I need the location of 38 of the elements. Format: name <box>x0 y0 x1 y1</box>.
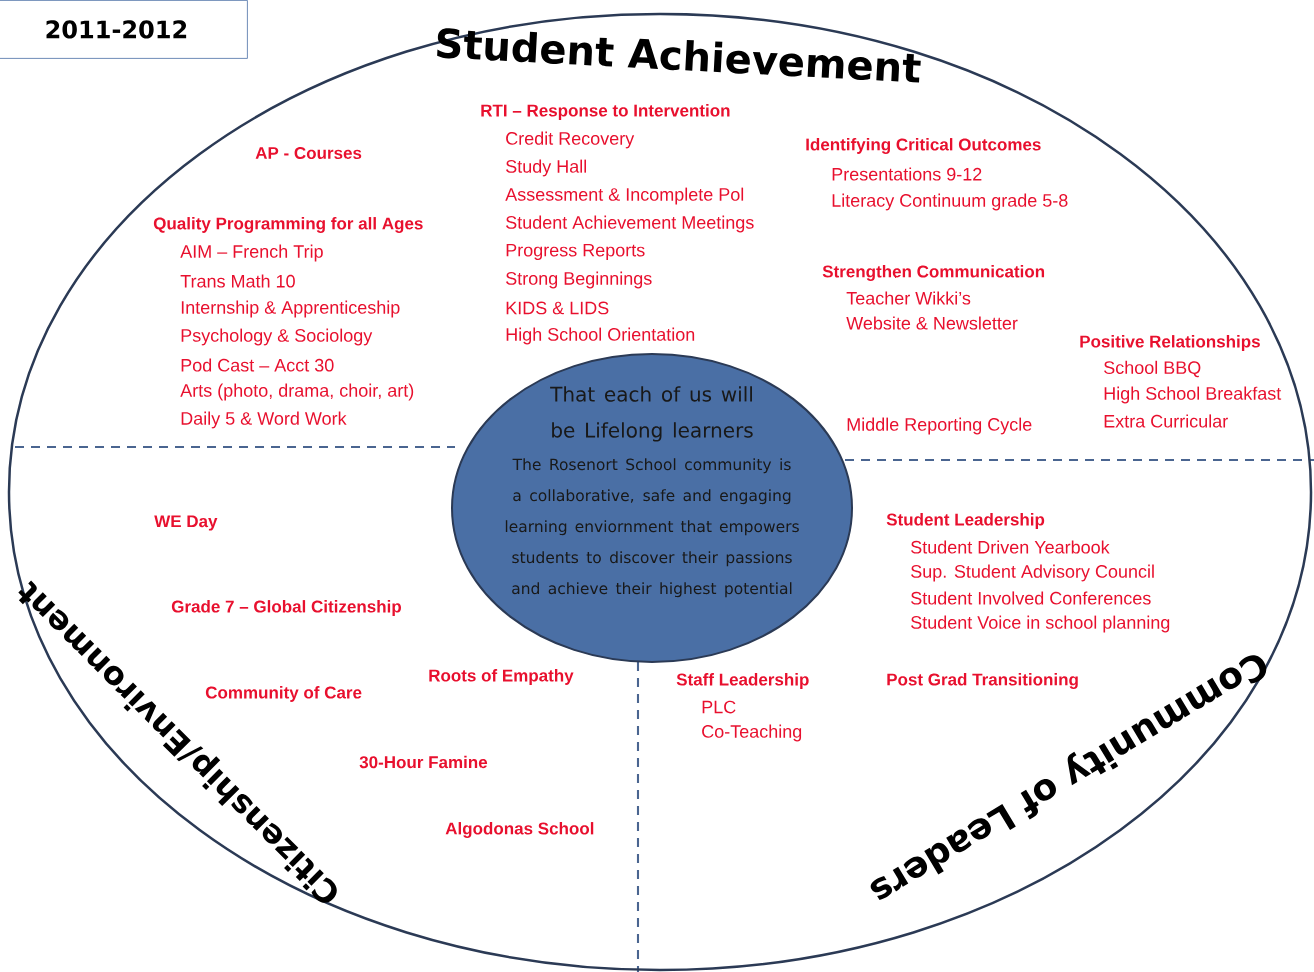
item-text: Student Driven Yearbook <box>911 540 1110 554</box>
item-text: Progress Reports <box>506 243 645 261</box>
item-text: School BBQ <box>1104 360 1201 378</box>
heading-text: Quality Programming for all Ages <box>153 217 423 233</box>
item-text: Pod Cast – Acct 30 <box>181 358 334 372</box>
heading-text: WE Day <box>154 515 218 531</box>
item-text: Trans Math 10 <box>180 274 295 288</box>
item-text: Literacy Continuum grade 5-8 <box>832 193 1068 211</box>
item-text: Internship & Apprenticeship <box>181 300 400 318</box>
item-text: Student Voice in school planning <box>911 615 1170 633</box>
item-text: KIDS & LIDS <box>506 301 609 315</box>
heading-text: Strengthen Communication <box>822 265 1045 281</box>
heading-text: Positive Relationships <box>1080 335 1260 351</box>
heading-text: 30-Hour Famine <box>359 755 488 769</box>
item-text: Study Hall <box>506 159 586 177</box>
item-text: Strong Beginnings <box>506 271 652 289</box>
item-text: PLC <box>702 700 736 714</box>
item-text: Sup. Student Advisory Council <box>911 564 1154 582</box>
item-text: Assessment & Incomplete Pol <box>505 187 744 205</box>
item-text: Daily 5 & Word Work <box>181 411 347 429</box>
heading-text: AP - Courses <box>255 147 362 160</box>
item-text: Presentations 9-12 <box>832 167 982 181</box>
item-text: Teacher Wikki’s <box>846 291 971 305</box>
year-box: 2011-2012 <box>0 0 248 59</box>
item-text: Arts (photo, drama, choir, art) <box>180 383 414 401</box>
item-text: Student Involved Conferences <box>911 591 1151 605</box>
item-text: Credit Recovery <box>506 131 635 149</box>
item-text: AIM – French Trip <box>180 244 323 262</box>
heading-text: Algodonas School <box>445 822 594 838</box>
item-text: Extra Curricular <box>1104 414 1228 428</box>
item-text: Co-Teaching <box>702 724 802 742</box>
item-text: Student Achievement Meetings <box>506 215 754 233</box>
item-text: Psychology & Sociology <box>181 328 373 346</box>
heading-text: Identifying Critical Outcomes <box>806 138 1041 154</box>
heading-text: RTI – Response to Intervention <box>481 104 730 120</box>
item-text: Website & Newsletter <box>846 316 1018 330</box>
heading-text: Student Leadership <box>886 513 1045 529</box>
item-text: High School Breakfast <box>1104 386 1282 404</box>
